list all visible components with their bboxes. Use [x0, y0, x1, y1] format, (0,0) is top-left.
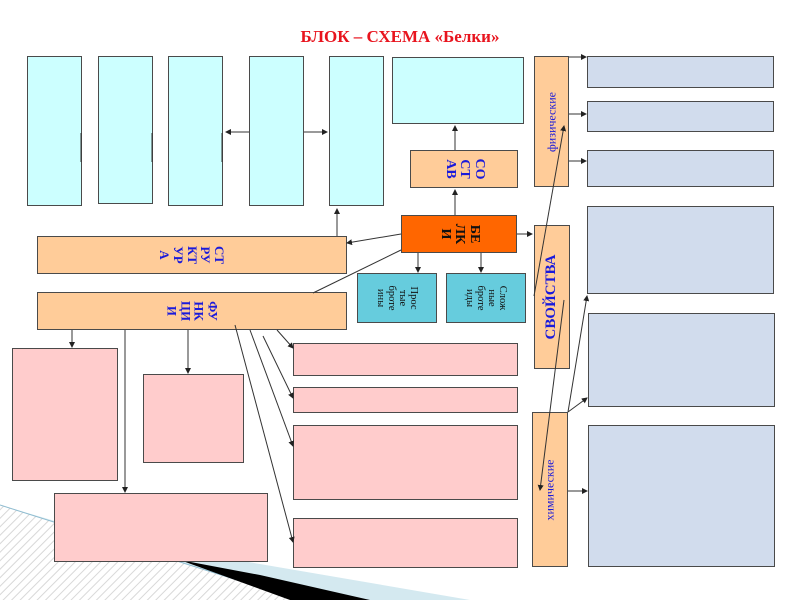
- chemical-properties-label: химические: [542, 458, 557, 521]
- black-swoosh: [180, 560, 370, 600]
- physical-property-box-2: [587, 101, 774, 132]
- function-box-1: [12, 348, 118, 481]
- properties-box: СВОЙСТВА: [534, 225, 570, 369]
- function-box-2: [143, 374, 244, 463]
- structure-level-box-1: [27, 56, 82, 206]
- function-box-4: [293, 343, 518, 376]
- structure-box: СТ РУ КТ УР А: [37, 236, 347, 274]
- structure-level-box-4: [249, 56, 304, 206]
- proteins-center-label: БЕ ЛК И: [437, 223, 483, 245]
- complex-proteins-label: Слож ные броте иды: [463, 285, 509, 311]
- functions-box: ФУ НК ЦИ И: [37, 292, 347, 330]
- physical-properties-label: физические: [544, 91, 559, 152]
- functions-label: ФУ НК ЦИ И: [164, 300, 221, 322]
- structure-level-box-2: [98, 56, 153, 204]
- chemical-property-box-1: [587, 206, 774, 294]
- structure-label: СТ РУ КТ УР А: [157, 245, 228, 265]
- diagram-title: БЛОК – СХЕМА «Белки»: [300, 27, 500, 46]
- structure-level-box-3: [168, 56, 223, 206]
- chemical-property-box-3: [588, 425, 775, 567]
- physical-properties-box: физические: [534, 56, 569, 187]
- chemical-property-box-2: [588, 313, 775, 407]
- chemical-properties-box: химические: [532, 412, 568, 567]
- function-box-5: [293, 387, 518, 413]
- composition-label: СО СТ АВ: [442, 158, 488, 180]
- simple-proteins-box: Прос тые броте ины: [357, 273, 437, 323]
- simple-proteins-label: Прос тые броте ины: [374, 285, 420, 311]
- physical-property-box-1: [587, 56, 774, 88]
- composition-box: СО СТ АВ: [410, 150, 518, 188]
- function-box-6: [293, 425, 518, 500]
- structure-level-box-5: [329, 56, 384, 206]
- function-box-3: [54, 493, 268, 562]
- properties-label: СВОЙСТВА: [543, 254, 560, 340]
- complex-proteins-box: Слож ные броте иды: [446, 273, 526, 323]
- physical-property-box-3: [587, 150, 774, 187]
- proteins-center-box: БЕ ЛК И: [401, 215, 517, 253]
- composition-detail-box: [392, 57, 524, 124]
- function-box-7: [293, 518, 518, 568]
